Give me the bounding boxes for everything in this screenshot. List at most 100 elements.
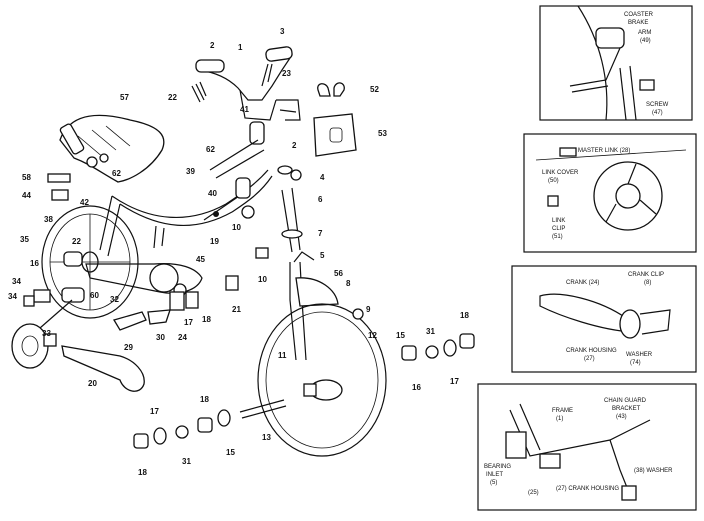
callout-c9: 9 [366,305,371,314]
training-wheel-bracket [61,345,145,392]
bearing-label: BEARING [484,464,511,470]
callout-c31a: 31 [426,327,435,336]
link-label: LINK [552,218,565,224]
main-exploded-view [11,46,475,457]
callout-c17b: 17 [450,377,459,386]
right-grip [265,46,293,62]
callout-c18d: 18 [138,468,147,477]
chain-guard-label: CHAIN GUARD [604,398,647,404]
callout-c30: 30 [156,333,165,342]
callout-c24: 24 [178,333,187,342]
master-link-label: MASTER LINK (28) [578,148,630,154]
callout-c16: 16 [30,259,39,268]
callout-c17a: 17 [184,318,193,327]
callout-c2b: 2 [292,141,297,150]
callout-c56: 56 [334,269,343,278]
link-cover-ref: (50) [548,178,559,184]
callout-c19: 19 [210,237,219,246]
frame-ref: (1) [556,416,563,422]
inset-chain: MASTER LINK (28) LINK COVER (50) LINK CL… [523,133,697,253]
callout-c21: 21 [232,305,241,314]
callout-c22a: 22 [168,93,177,102]
callout-c16b: 16 [412,383,421,392]
coaster-label: COASTER [624,12,654,18]
callout-c29: 29 [124,343,133,352]
callout-c57: 57 [120,93,129,102]
ref-25: (25) [528,490,539,496]
washer-ref: (74) [630,360,641,366]
front-wheel [257,303,387,457]
callout-c5: 5 [320,251,325,260]
crank-housing-label: CRANK HOUSING [566,348,617,354]
callout-c53: 53 [378,129,387,138]
crank-clip-ref: (8) [644,280,651,286]
callout-c58: 58 [22,173,31,182]
callout-c52: 52 [370,85,379,94]
rear-wheel [41,205,139,319]
inset-coaster-brake: COASTER BRAKE ARM (49) SCREW (47) [539,5,693,121]
clip-ref: (51) [552,234,563,240]
callout-c18b: 18 [460,311,469,320]
callout-c17c: 17 [150,407,159,416]
frame-label: FRAME [552,408,573,414]
callout-c20: 20 [88,379,97,388]
callout-c2a: 2 [210,41,215,50]
callout-c35: 35 [20,235,29,244]
callout-c7: 7 [318,229,323,238]
callout-c1: 1 [238,43,243,52]
seat [59,114,165,183]
callout-c10a: 10 [232,223,241,232]
crank-housing-ref-label: (27) CRANK HOUSING [556,486,619,492]
callout-c12: 12 [368,331,377,340]
screw-ref: (47) [652,110,663,116]
front-fork [289,261,307,361]
crank-clip-label: CRANK CLIP [628,272,664,278]
callout-c23: 23 [282,69,291,78]
callout-c60: 60 [90,291,99,300]
callout-c22b: 22 [72,237,81,246]
crank-housing-ref: (27) [584,356,595,362]
crank-label: CRANK (24) [566,280,599,286]
callout-c41: 41 [240,105,249,114]
chain-guard [85,263,203,294]
bracket-ref: (43) [616,414,627,420]
callout-c62b: 62 [112,169,121,178]
callout-c6: 6 [318,195,323,204]
inset-crank: CRANK (24) CRANK CLIP (8) CRANK HOUSING … [511,265,697,373]
callout-c8: 8 [346,279,351,288]
washer-ref-label: (38) WASHER [634,468,673,474]
inset-chain-guard: FRAME (1) CHAIN GUARD BRACKET (43) BEARI… [477,383,697,511]
handlebar-bag [313,113,357,157]
callout-c4: 4 [320,173,325,182]
callout-c40: 40 [208,189,217,198]
callout-c31b: 31 [182,457,191,466]
frame [111,169,269,218]
callout-c18c: 18 [200,395,209,404]
arm-label: ARM [638,30,651,36]
inlet-label: INLET [486,472,503,478]
callout-c13: 13 [262,433,271,442]
callout-c3: 3 [280,27,285,36]
link-cover-label: LINK COVER [542,170,579,176]
callout-c44: 44 [22,191,31,200]
clip-label: CLIP [552,226,565,232]
callout-c34b: 34 [8,292,17,301]
callout-c38: 38 [44,215,53,224]
callout-c33: 33 [42,329,51,338]
arm-ref: (49) [640,38,651,44]
callout-c15a: 15 [396,331,405,340]
callout-c32: 32 [110,295,119,304]
bracket-label: BRACKET [612,406,641,412]
callout-c18a: 18 [202,315,211,324]
left-grip [195,59,225,73]
screw-label: SCREW [646,102,669,108]
callout-c10b: 10 [258,275,267,284]
callout-c15b: 15 [226,448,235,457]
brake-label: BRAKE [628,20,648,26]
bag-clips [317,83,331,97]
callout-c62a: 62 [206,145,215,154]
callout-c45: 45 [196,255,205,264]
callout-c34a: 34 [12,277,21,286]
